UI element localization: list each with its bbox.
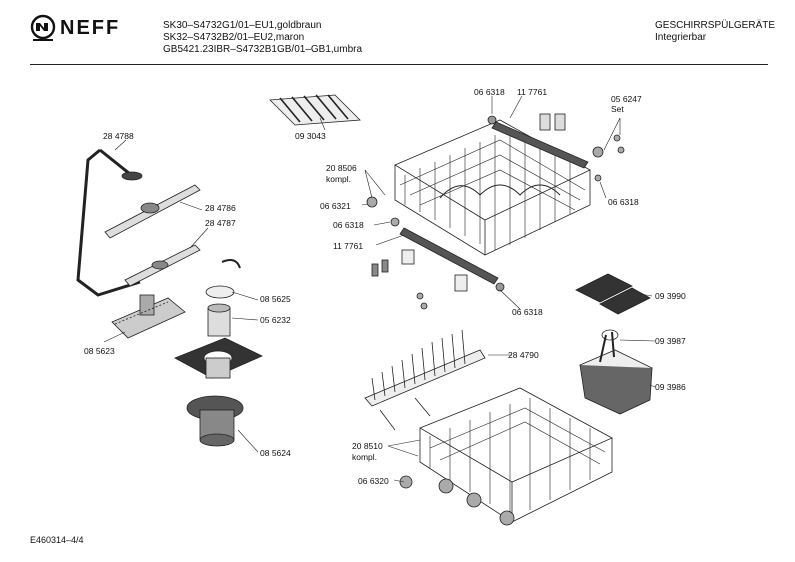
plate-rack-insert bbox=[364, 329, 486, 431]
category-subtitle: Integrierbar bbox=[655, 32, 707, 43]
part-label-056247: 05 6247 bbox=[611, 94, 642, 104]
model-line-2: SK32–S4732B2/01–EU2,maron bbox=[163, 32, 305, 43]
part-label-085625: 08 5625 bbox=[260, 294, 291, 304]
cutlery-basket bbox=[579, 329, 653, 415]
rail-fittings bbox=[366, 113, 625, 310]
upper-spray-arm bbox=[104, 184, 201, 239]
document-id: E460314–4/4 bbox=[30, 535, 84, 545]
part-label-284790: 28 4790 bbox=[508, 350, 539, 360]
part-label-066318-right: 06 6318 bbox=[608, 197, 639, 207]
category-block: GESCHIRRSPÜLGERÄTE Integrierbar bbox=[655, 20, 775, 44]
part-label-085623: 08 5623 bbox=[84, 346, 115, 356]
part-label-066318-bottom: 06 6318 bbox=[512, 307, 543, 317]
part-label-kompl-upper: kompl. bbox=[326, 174, 352, 184]
part-label-117761-mid: 11 7761 bbox=[333, 241, 364, 251]
part-label-093986: 09 3986 bbox=[655, 382, 686, 392]
header-rule bbox=[30, 64, 768, 65]
upper-rail-top bbox=[491, 121, 589, 169]
part-label-kompl-lower: kompl. bbox=[352, 452, 378, 462]
spray-arm-pipe bbox=[76, 148, 143, 297]
cutlery-basket-lid bbox=[575, 273, 651, 315]
part-label-066318-top: 06 6318 bbox=[474, 87, 505, 97]
coarse-filter bbox=[186, 395, 244, 447]
part-label-284787: 28 4787 bbox=[205, 218, 236, 228]
part-label-284786: 28 4786 bbox=[205, 203, 236, 213]
part-label-066320: 06 6320 bbox=[358, 476, 389, 486]
part-label-093043: 09 3043 bbox=[295, 131, 326, 141]
category-title: GESCHIRRSPÜLGERÄTE bbox=[655, 20, 776, 31]
part-label-085624: 08 5624 bbox=[260, 448, 291, 458]
model-line-1: SK30–S4732G1/01–EU1,goldbraun bbox=[163, 20, 322, 31]
part-label-093990: 09 3990 bbox=[655, 291, 686, 301]
part-label-208506: 20 8506 bbox=[326, 163, 357, 173]
part-label-117761-top: 11 7761 bbox=[517, 87, 548, 97]
microfilter-tray bbox=[174, 337, 263, 379]
model-line-3: GB5421.23IBR–S4732B1GB/01–GB1,umbra bbox=[163, 44, 363, 55]
part-label-set: Set bbox=[611, 104, 624, 114]
brand-wordmark: NEFF bbox=[60, 17, 121, 39]
part-label-066318-mid: 06 6318 bbox=[333, 220, 364, 230]
lower-basket bbox=[399, 387, 613, 526]
part-label-056232: 05 6232 bbox=[260, 315, 291, 325]
lower-spray-arm bbox=[124, 244, 201, 287]
filter-insert bbox=[205, 259, 241, 337]
part-label-066321: 06 6321 bbox=[320, 201, 351, 211]
upper-rail-bottom bbox=[399, 227, 499, 285]
upper-basket bbox=[394, 119, 591, 256]
model-list: SK30–S4732G1/01–EU1,goldbraun SK32–S4732… bbox=[163, 20, 362, 56]
fine-filter-plate bbox=[111, 294, 186, 339]
part-label-284788: 28 4788 bbox=[103, 131, 134, 141]
brand-logo: NEFF bbox=[30, 14, 125, 42]
cup-shelf bbox=[269, 94, 361, 126]
part-label-208510: 20 8510 bbox=[352, 441, 383, 451]
part-label-093987: 09 3987 bbox=[655, 336, 686, 346]
leader-lines bbox=[103, 95, 656, 483]
